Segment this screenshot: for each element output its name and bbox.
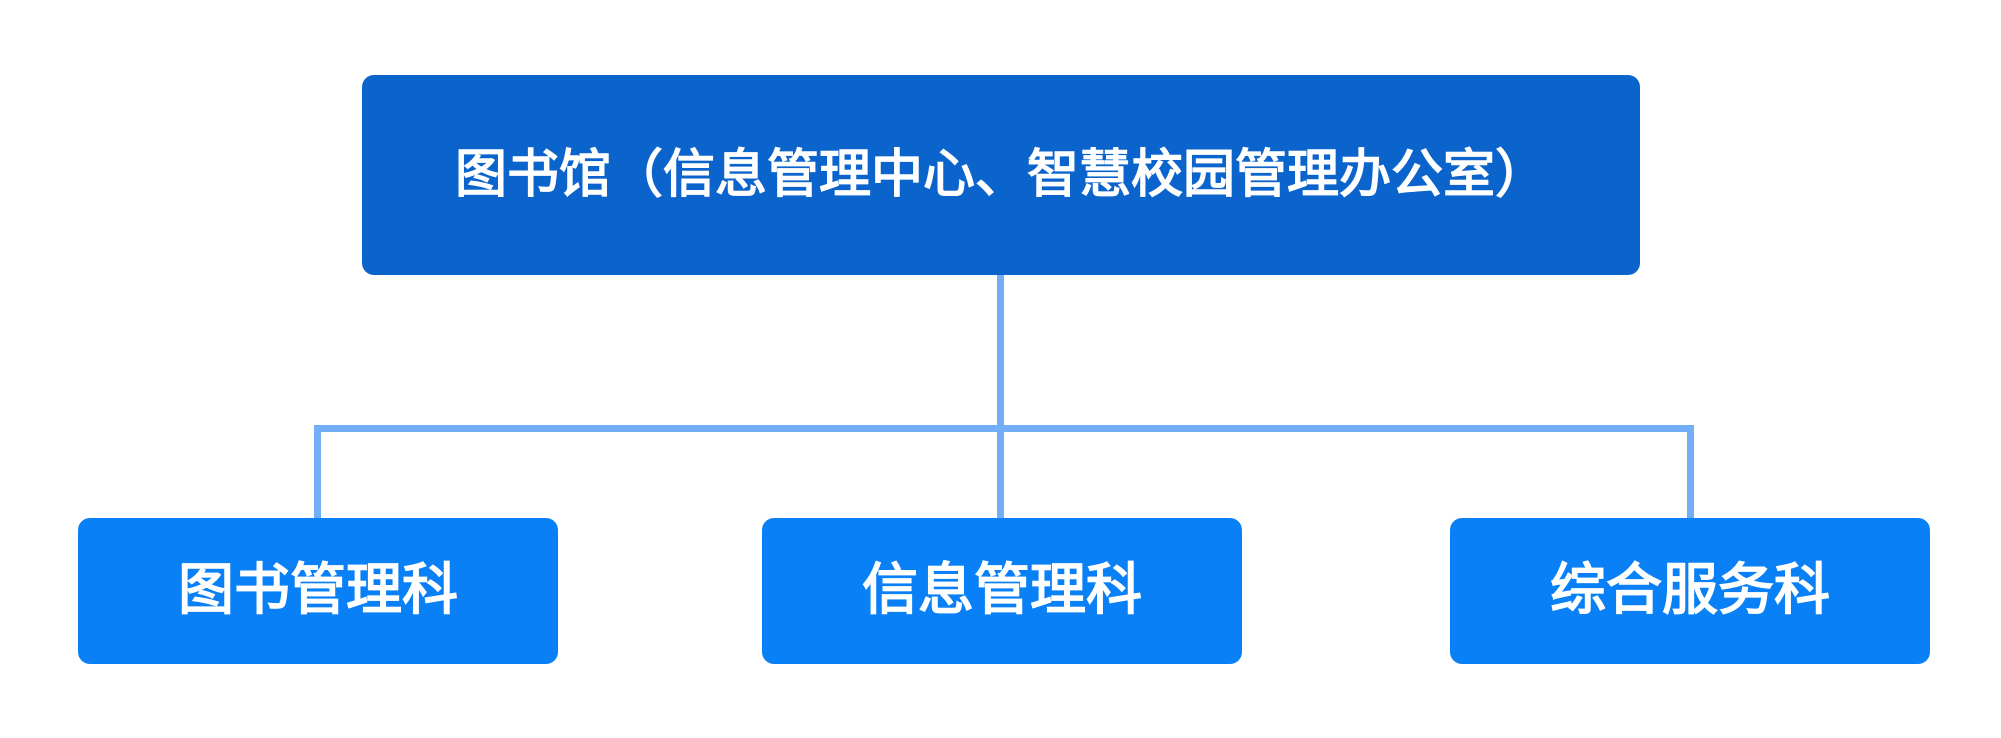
org-node-comprehensive-service-label: 综合服务科 (1550, 558, 1830, 624)
connector-vertical-right (1687, 425, 1694, 520)
connector-horizontal-rail (314, 425, 1694, 432)
org-node-root-label: 图书馆（信息管理中心、智慧校园管理办公室） (454, 144, 1547, 205)
org-node-information-management: 信息管理科 (762, 518, 1242, 664)
org-node-book-management: 图书管理科 (78, 518, 558, 664)
org-node-comprehensive-service: 综合服务科 (1450, 518, 1930, 664)
org-node-book-management-label: 图书管理科 (178, 558, 458, 624)
org-node-root: 图书馆（信息管理中心、智慧校园管理办公室） (362, 75, 1640, 275)
connector-vertical-left (314, 425, 321, 520)
connector-vertical-center (997, 275, 1004, 520)
org-node-information-management-label: 信息管理科 (862, 558, 1142, 624)
